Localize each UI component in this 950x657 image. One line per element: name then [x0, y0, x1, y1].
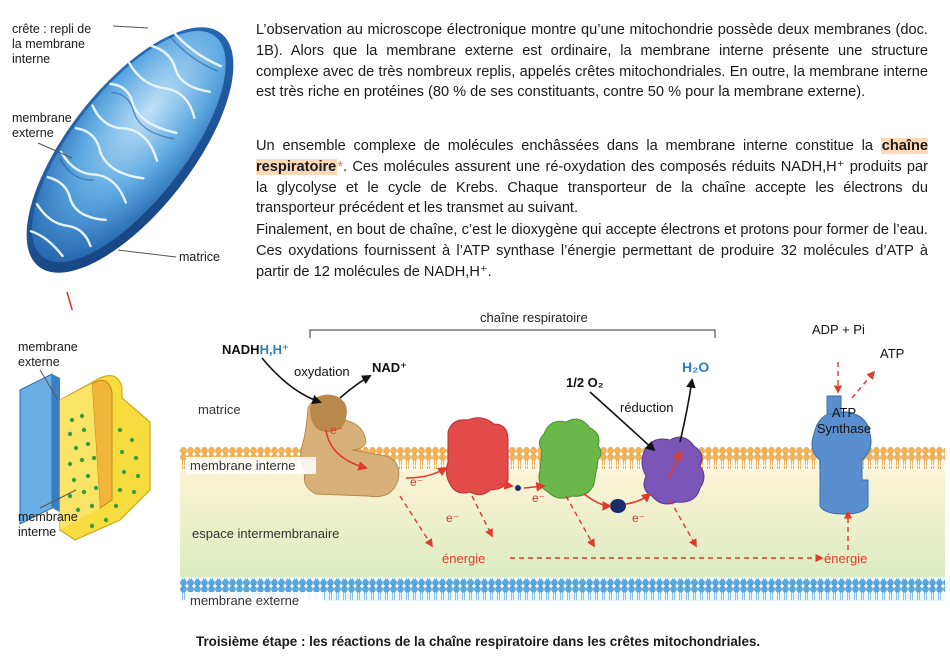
label-membrane-externe-detail: membrane externe: [18, 340, 78, 369]
atp-synthase-label-1: ATP: [832, 405, 856, 420]
respiratory-chain-diagram: chaîne respiratoire NADHH,H⁺ oxydation N…: [180, 310, 945, 609]
nad-plus-label: NAD⁺: [372, 360, 407, 375]
adp-pi-label: ADP + Pi: [812, 322, 865, 337]
electron-label-2: e⁻: [410, 475, 423, 489]
paragraph-3: Finalement, en bout de chaîne, c’est le …: [256, 222, 928, 280]
atp-label: ATP: [880, 346, 904, 361]
electron-label-3: e⁻: [446, 511, 459, 525]
membrane-externe-label: membrane externe: [190, 593, 299, 608]
matrice-label: matrice: [198, 402, 241, 417]
paragraph-2: Un ensemble complexe de molécules enchâs…: [256, 138, 928, 217]
atp-synthase-label-2: Synthase: [817, 421, 871, 436]
reduction-label: réduction: [620, 400, 673, 415]
label-crete: crête : repli de la membrane interne: [12, 22, 92, 66]
half-o2-label: 1/2 O₂: [566, 375, 604, 390]
electron-label-5: e⁻: [632, 511, 645, 525]
h2o-label: H₂O: [682, 359, 709, 375]
label-matrice-mito: matrice: [179, 250, 220, 264]
mitochondrion-illustration: [26, 25, 234, 310]
figure-caption: Troisième étape : les réactions de la ch…: [196, 634, 761, 649]
label-membrane-interne-detail: membrane interne: [18, 510, 78, 539]
paragraph-1: L’observation au microscope électronique…: [256, 22, 928, 101]
electron-label-1: e⁻: [330, 423, 343, 437]
oxydation-label: oxydation: [294, 364, 350, 379]
nadh-label: NADHH,H⁺: [222, 342, 289, 357]
energie-label-left: énergie: [442, 551, 485, 566]
bracket-label: chaîne respiratoire: [480, 310, 588, 325]
electron-label-4: e⁻: [532, 491, 545, 505]
label-membrane-externe-mito: membrane externe: [12, 111, 72, 140]
membrane-detail-illustration: [19, 369, 151, 541]
energie-label-right: énergie: [824, 551, 867, 566]
membrane-interne-label: membrane interne: [190, 458, 296, 473]
espace-intermembranaire-label: espace intermembranaire: [192, 526, 339, 541]
